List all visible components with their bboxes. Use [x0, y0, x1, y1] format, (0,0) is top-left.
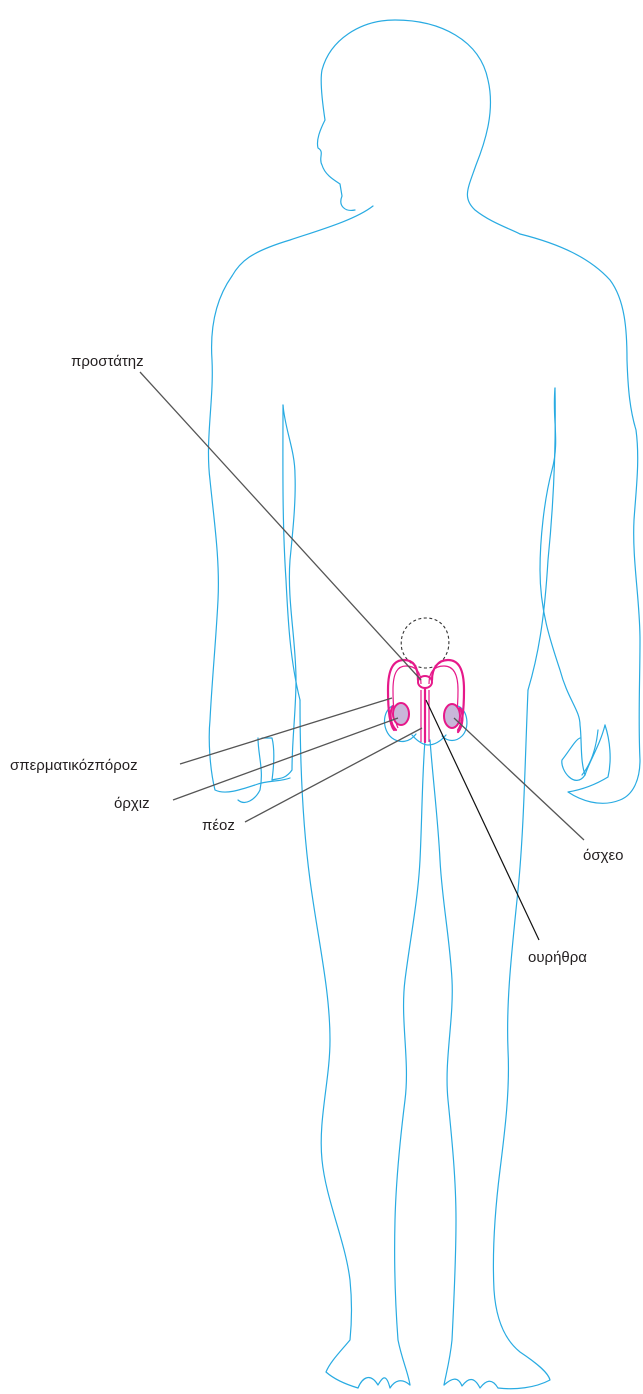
- label-urethra: ουρήθρα: [528, 949, 587, 966]
- testis-right: [444, 704, 460, 728]
- left-arm-inner: [272, 405, 296, 780]
- leader-urethra: [426, 700, 539, 940]
- label-scrotum: όσχεο: [583, 847, 624, 864]
- label-testis: όρχιz: [114, 795, 150, 812]
- left-arm-outer: [208, 276, 290, 792]
- leader-scrotum: [454, 718, 584, 840]
- prostate: [418, 676, 432, 688]
- label-penis: πέοz: [202, 817, 235, 834]
- left-leg-outer: [300, 700, 358, 1388]
- leader-lines: [140, 372, 584, 940]
- right-leg-outer: [493, 690, 550, 1389]
- right-foot: [444, 1379, 498, 1388]
- left-leg-inner: [395, 740, 425, 1385]
- head-outline: [317, 20, 520, 234]
- testis-left: [393, 703, 409, 725]
- labels: προστάτηz σπερματικόzπόροz όρχιz πέοz όσ…: [10, 353, 624, 966]
- right-arm-outer: [520, 234, 640, 803]
- left-foot: [358, 1378, 410, 1388]
- label-prostate: προστάτηz: [71, 353, 144, 370]
- leader-prostate: [140, 372, 421, 680]
- label-vas-deferens: σπερματικόzπόροz: [10, 757, 138, 774]
- neck-left: [232, 206, 373, 276]
- leader-vas-deferens: [180, 698, 392, 764]
- reproductive-organs: [385, 618, 467, 742]
- right-leg-inner: [430, 740, 456, 1385]
- right-hand: [582, 725, 605, 775]
